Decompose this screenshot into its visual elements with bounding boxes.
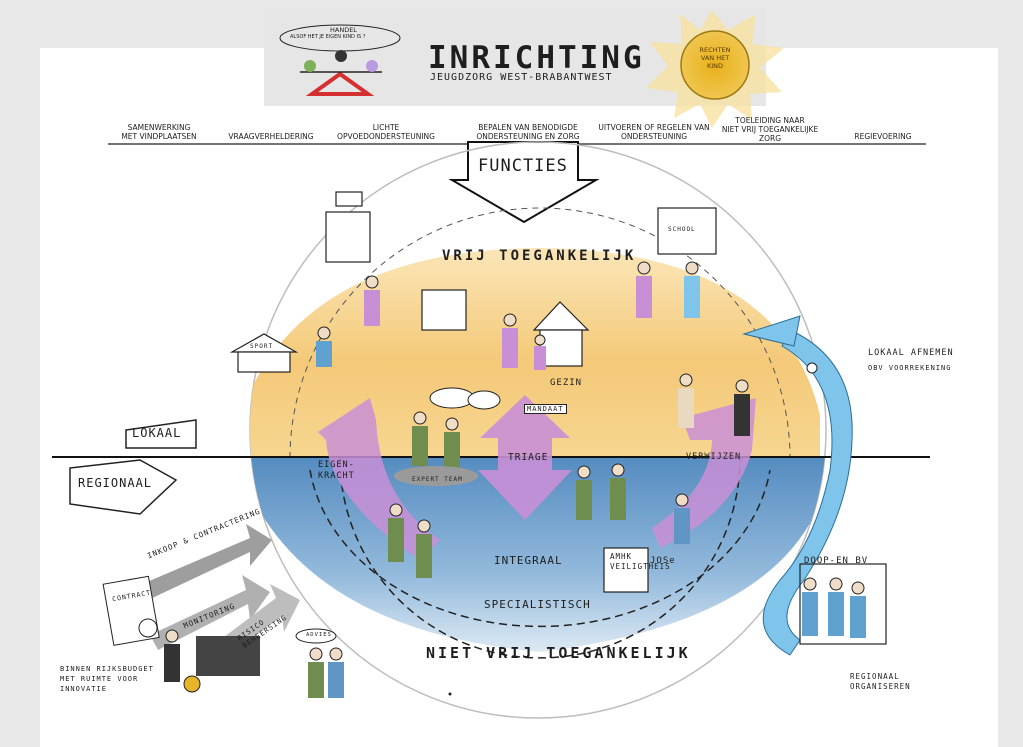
sun-illustration bbox=[646, 10, 784, 128]
verwijzen-label: VERWIJZEN bbox=[686, 452, 742, 462]
regionaal-label: REGIONAAL bbox=[78, 476, 153, 490]
monitoring-arrow bbox=[150, 575, 270, 650]
regionaal-sign bbox=[69, 459, 178, 515]
page-subtitle: JEUGDZORG WEST-BRABANTWEST bbox=[430, 72, 613, 83]
niet-vrij-toegankelijk-label: NIET VRIJ TOEGANKELIJK bbox=[426, 644, 691, 662]
people-figures bbox=[164, 261, 866, 698]
eigenkracht-arrow bbox=[318, 398, 440, 560]
regional-loop-arrow bbox=[762, 329, 853, 656]
lokaal-afnemen-label: LOKAAL AFNEMEN bbox=[868, 348, 954, 358]
function-bepalen: BEPALEN VAN BENODIGDE ONDERSTEUNING EN Z… bbox=[476, 123, 580, 141]
doop-label: DOOP-EN BV bbox=[804, 556, 869, 566]
silo-building-icon bbox=[421, 289, 467, 331]
school-building-icon bbox=[657, 207, 717, 255]
amhk-label: AMHK VEILIGTHEIS bbox=[610, 552, 671, 571]
lokaal-zone bbox=[250, 248, 820, 458]
inkoop-arrow bbox=[140, 524, 272, 600]
scale-title: HANDEL bbox=[330, 26, 357, 34]
sport-label: SPORT bbox=[250, 343, 274, 350]
expert-team-platform bbox=[394, 466, 478, 486]
function-vraagverheldering: VRAAGVERHELDERING bbox=[228, 132, 314, 141]
expert-team-label: EXPERT TEAM bbox=[412, 476, 463, 483]
mandaat-label: MANDAAT bbox=[524, 404, 567, 414]
obv-label: OBV VOORREKENING bbox=[868, 364, 952, 372]
triage-label: TRIAGE bbox=[508, 452, 549, 463]
functions-arrow-label: FUNCTIES bbox=[478, 156, 568, 176]
school-label: SCHOOL bbox=[668, 226, 696, 233]
jose-label: JOSe bbox=[650, 556, 676, 566]
amhk-building-icon bbox=[603, 547, 649, 593]
vrij-toegankelijk-label: VRIJ TOEGANKELIJK bbox=[442, 248, 637, 264]
office-building-icon bbox=[325, 211, 371, 263]
budget-note: BINNEN RIJKSBUDGET MET RUIMTE VOOR INNOV… bbox=[60, 665, 154, 693]
function-toeleiding: TOELEIDING NAAR NIET VRIJ TOEGANKELIJKE … bbox=[721, 116, 819, 143]
regionaal-organiseren-label: REGIONAAL ORGANISEREN bbox=[850, 672, 911, 691]
lokaal-sign bbox=[125, 419, 197, 449]
function-regievoering: REGIEVOERING bbox=[854, 132, 912, 141]
triage-arrow bbox=[478, 395, 572, 520]
eigenkracht-label: EIGEN- KRACHT bbox=[318, 460, 355, 481]
advies-label: ADVIES bbox=[306, 632, 332, 638]
gezin-label: GEZIN bbox=[550, 378, 583, 388]
function-uitvoeren: UITVOEREN OF REGELEN VAN ONDERSTEUNING bbox=[598, 123, 710, 141]
integraal-label: INTEGRAAL bbox=[494, 554, 563, 567]
monitor-board bbox=[196, 636, 260, 676]
scale-caption: ALSOF HET JE EIGEN KIND IS ? bbox=[290, 34, 366, 40]
specialistisch-label: SPECIALISTISCH bbox=[484, 598, 591, 611]
sun-label: RECHTEN VAN HET KIND bbox=[699, 46, 731, 70]
function-lichte-opvoed: LICHTE OPVOEDONDERSTEUNING bbox=[337, 123, 435, 141]
lokaal-label: LOKAAL bbox=[132, 426, 182, 440]
page-title: INRICHTING bbox=[428, 40, 645, 76]
scale-icon bbox=[279, 24, 401, 96]
functions-arrow bbox=[448, 141, 600, 224]
function-samenwerking: SAMENWERKING MET VINDPLAATSEN bbox=[121, 123, 197, 141]
